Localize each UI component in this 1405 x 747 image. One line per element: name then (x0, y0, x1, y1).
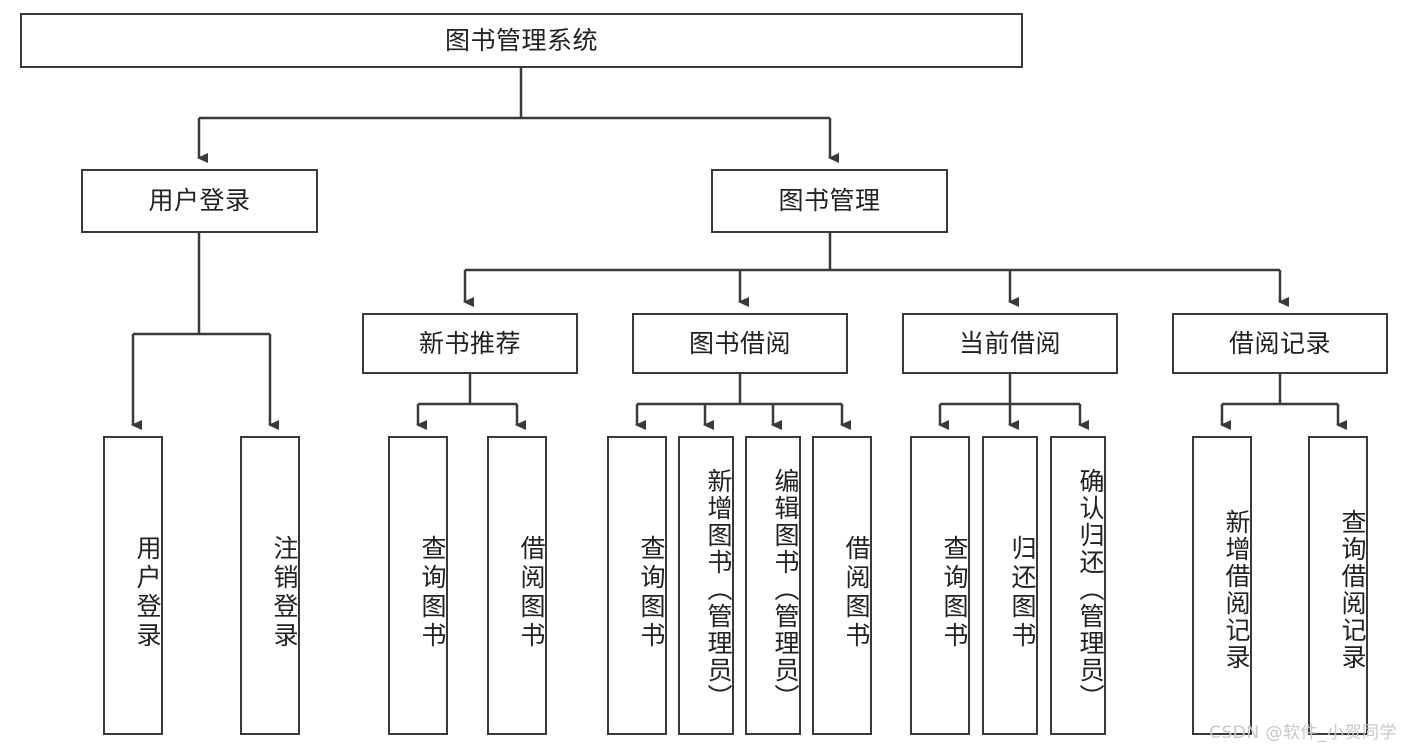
leaf-borrow-book-recommend[interactable]: 借阅图书 (487, 436, 547, 735)
leaf-return-book[interactable]: 归还图书 (982, 436, 1038, 735)
leaf-query-book-recommend[interactable]: 查询图书 (388, 436, 448, 735)
leaf-query-book-borrow[interactable]: 查询图书 (607, 436, 667, 735)
leaf-add-borrow-record[interactable]: 新增借阅记录 (1192, 436, 1252, 735)
leaf-confirm-return-admin[interactable]: 确认归还（管理员） (1050, 436, 1106, 735)
leaf-borrow-book[interactable]: 借阅图书 (812, 436, 872, 735)
leaf-edit-book-admin[interactable]: 编辑图书（管理员） (745, 436, 801, 735)
node-root-system[interactable]: 图书管理系统 (20, 13, 1023, 68)
leaf-logout[interactable]: 注销登录 (240, 436, 300, 735)
node-current-borrow[interactable]: 当前借阅 (902, 313, 1118, 374)
leaf-user-login[interactable]: 用户登录 (103, 436, 163, 735)
node-borrow-record[interactable]: 借阅记录 (1172, 313, 1388, 374)
node-book-borrow[interactable]: 图书借阅 (632, 313, 848, 374)
node-book-management[interactable]: 图书管理 (711, 169, 948, 233)
leaf-query-book-current[interactable]: 查询图书 (910, 436, 970, 735)
csdn-watermark: CSDN @软件_小贺同学 (1209, 723, 1397, 743)
leaf-add-book-admin[interactable]: 新增图书（管理员） (678, 436, 734, 735)
node-new-book-recommend[interactable]: 新书推荐 (362, 313, 578, 374)
leaf-query-borrow-record[interactable]: 查询借阅记录 (1308, 436, 1368, 735)
node-user-login[interactable]: 用户登录 (81, 169, 318, 233)
